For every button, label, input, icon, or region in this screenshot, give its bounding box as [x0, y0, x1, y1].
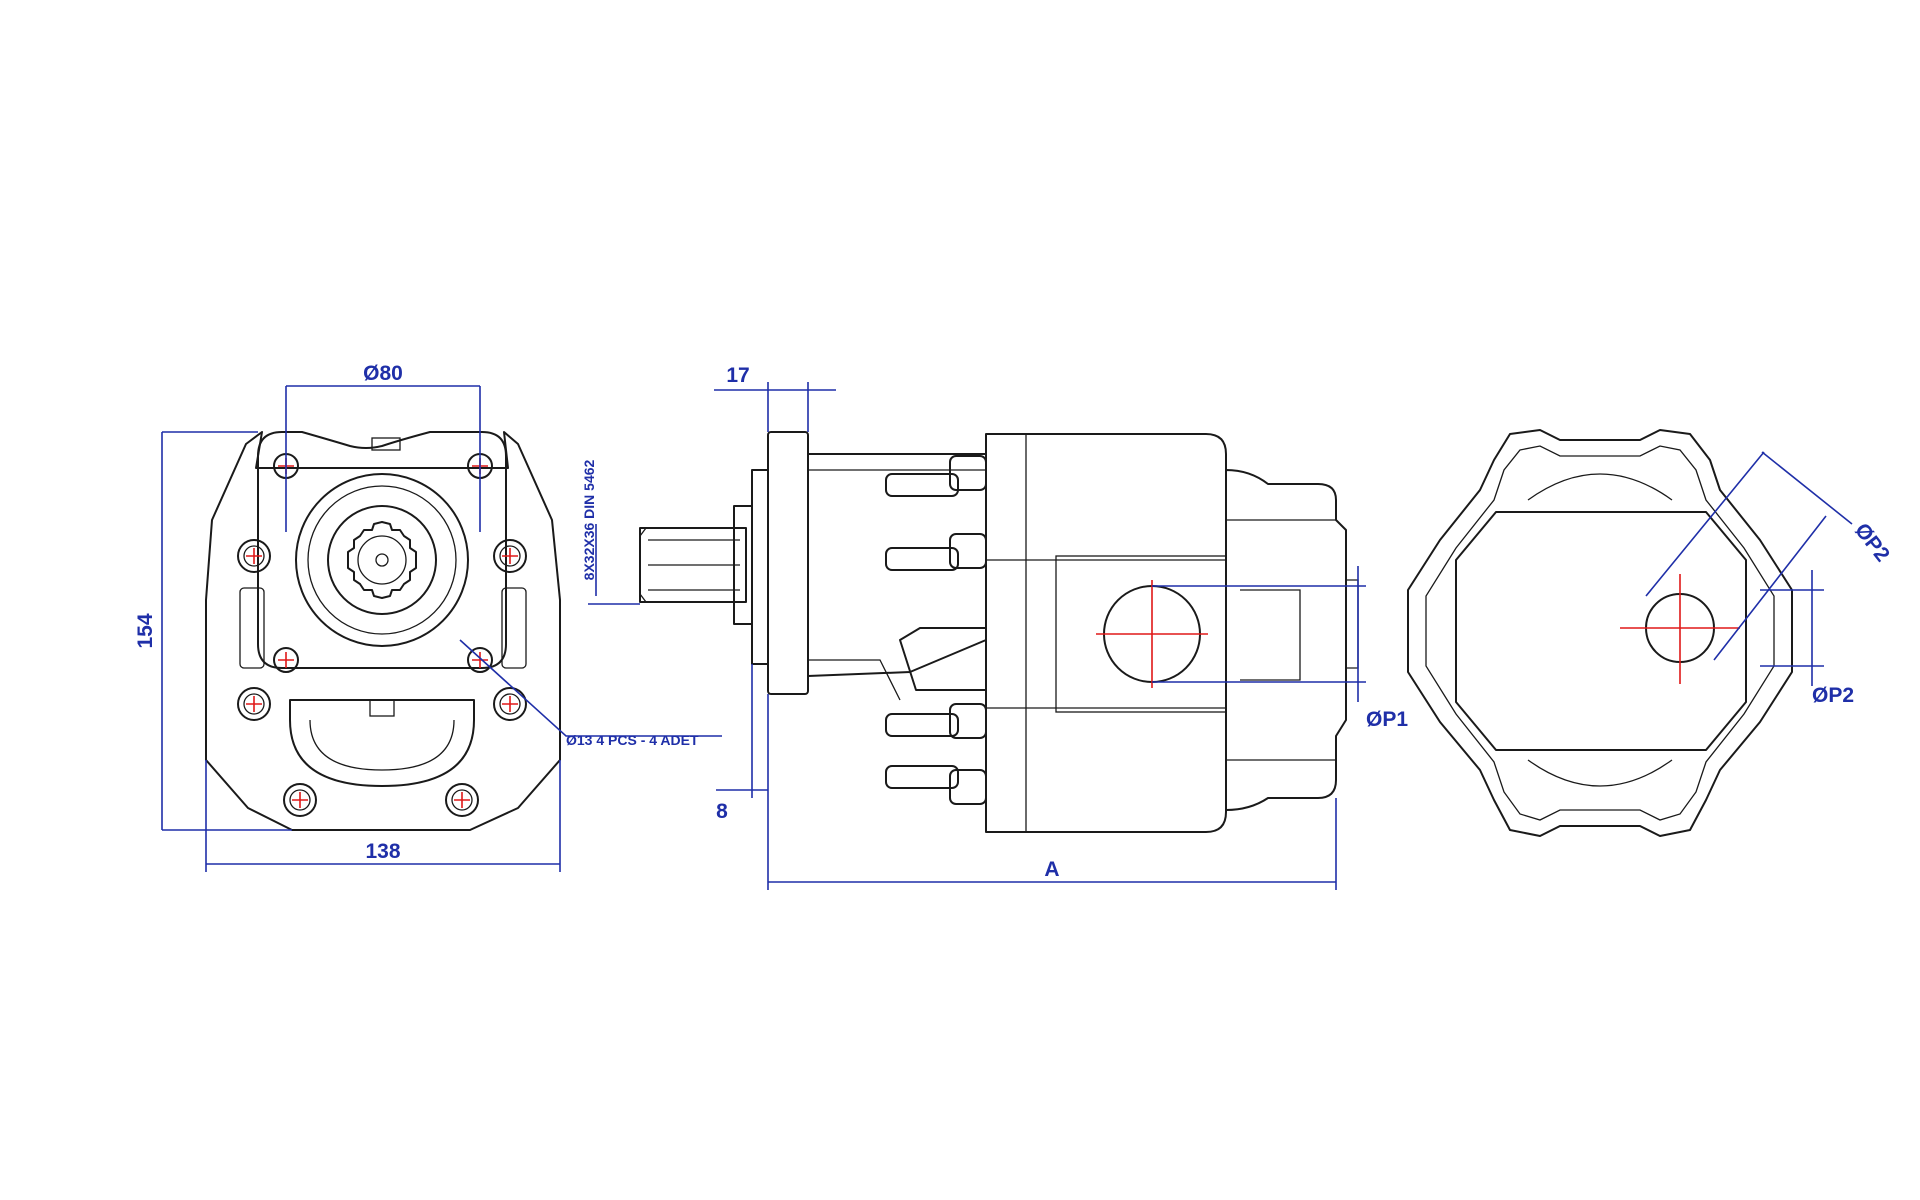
arch-notch [369, 699, 395, 717]
leader-bolt-holes: Ø13 4 PCS - 4 ADET [459, 639, 722, 748]
side-flange [767, 431, 809, 695]
housing-screws [237, 539, 527, 817]
flange-bolt-holes [273, 453, 493, 673]
svg-text:8X32X36 DIN 5462: 8X32X36 DIN 5462 [581, 459, 597, 580]
spline-shaft [347, 521, 417, 599]
svg-text:Ø80: Ø80 [363, 362, 403, 385]
rear-view: ØP2 ØP2 [1407, 429, 1894, 837]
rear-bottom-arc [1527, 759, 1673, 787]
port-p1-centerline [1096, 580, 1208, 688]
mounting-flange [257, 431, 507, 669]
dim-flange-thickness: 17 [714, 364, 836, 432]
svg-text:ØP1: ØP1 [1366, 708, 1408, 731]
front-view: Ø80 154 138 Ø13 4 PCS - 4 ADET [134, 362, 722, 872]
adapter-body [807, 453, 987, 677]
pump-body [985, 433, 1227, 833]
body-section-lines [986, 434, 1226, 832]
svg-text:154: 154 [134, 613, 157, 648]
side-view: 17 8 A ØP1 [639, 364, 1408, 890]
adapter-lines [808, 469, 986, 701]
svg-text:17: 17 [726, 364, 749, 387]
shaft-splines [639, 527, 740, 603]
svg-text:ØP2: ØP2 [1850, 519, 1894, 566]
svg-text:A: A [1044, 858, 1059, 881]
svg-text:Ø13 4 PCS - 4 ADET: Ø13 4 PCS - 4 ADET [566, 732, 699, 748]
side-bolts [885, 455, 987, 805]
dim-flange-offset: 8 [716, 664, 768, 823]
left-slot [239, 587, 265, 669]
arch-inner-line [309, 719, 455, 771]
shaft-center [375, 553, 389, 567]
port-p2-centerline [1620, 574, 1740, 684]
pilot-ring [751, 469, 769, 665]
flange-notch [371, 437, 401, 451]
dim-port-p2: ØP2 [1760, 570, 1854, 707]
dim-height: 154 [134, 431, 292, 831]
shaft-spec-label: 8X32X36 DIN 5462 [581, 459, 640, 605]
rear-housing-outline [1407, 429, 1793, 837]
right-slot [501, 587, 527, 669]
lower-arch [289, 699, 475, 787]
shaft-inner-circle [357, 535, 407, 585]
svg-text:138: 138 [365, 840, 400, 863]
rear-cover-lines [1226, 519, 1359, 761]
dim-width: 138 [205, 760, 561, 872]
splined-shaft [639, 527, 747, 603]
svg-text:ØP2: ØP2 [1812, 684, 1854, 707]
pilot-inner-circle [307, 485, 457, 635]
front-housing-outline [205, 431, 561, 831]
rear-cover-face [1455, 511, 1747, 751]
rear-inner-outline [1425, 445, 1775, 821]
rear-cover [1225, 469, 1347, 811]
dim-overall-length: A [767, 694, 1337, 890]
dim-flange-diameter: Ø80 [285, 362, 481, 532]
shaft-bore-circle [327, 505, 437, 615]
dim-port-p1: ØP1 [1152, 566, 1408, 731]
pilot-outer-circle [295, 473, 469, 647]
rear-top-arc [1527, 473, 1673, 501]
svg-text:8: 8 [716, 800, 728, 823]
